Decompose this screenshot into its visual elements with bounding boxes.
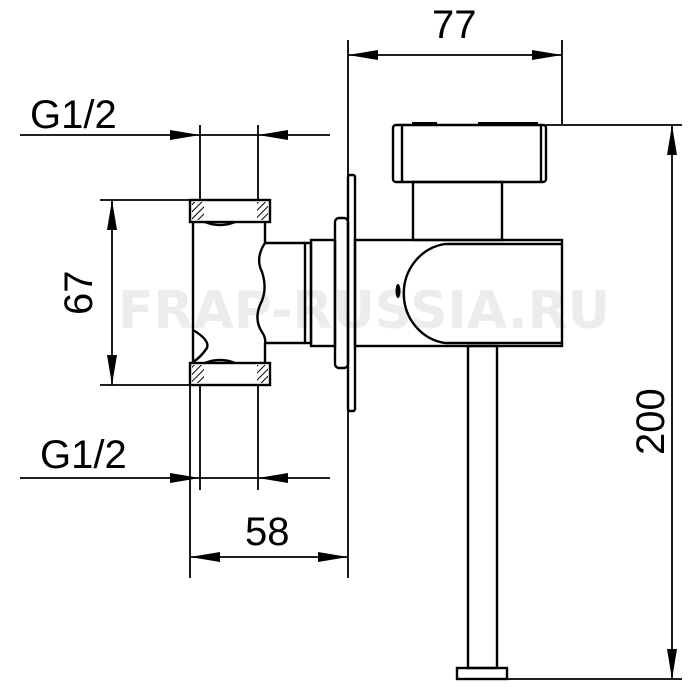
spout: [455, 344, 509, 681]
dimension-77: 77: [347, 3, 563, 578]
dimension-58: 58: [189, 385, 348, 578]
handle: [391, 122, 548, 242]
inlet-fitting: [188, 173, 357, 413]
dimension-67-label: 67: [57, 271, 101, 316]
thread-dimension-top: G1/2: [20, 93, 330, 140]
thread-top-label: G1/2: [30, 93, 117, 137]
dimension-200-label: 200: [629, 388, 673, 455]
dimension-200: 200: [505, 124, 682, 680]
dimension-58-label: 58: [245, 510, 290, 554]
dimension-67: 67: [57, 199, 192, 386]
thread-dimension-bottom: G1/2: [20, 433, 330, 483]
watermark: FRAP-RUSSIA.RU: [118, 281, 610, 341]
dimension-77-label: 77: [432, 3, 477, 47]
thread-bottom-label: G1/2: [40, 433, 127, 477]
